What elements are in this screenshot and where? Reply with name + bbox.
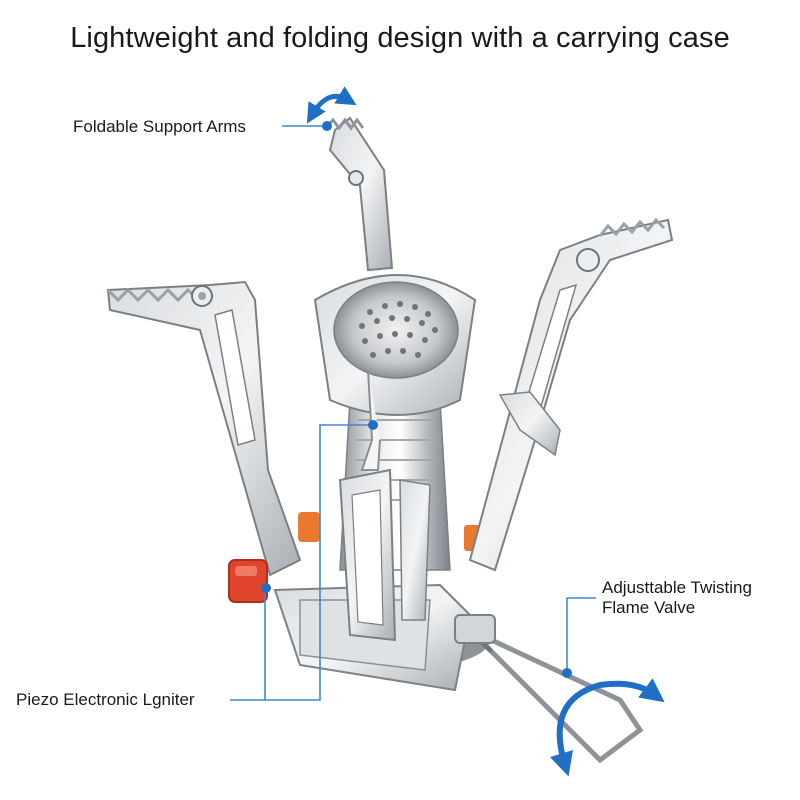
support-arms-label: Foldable Support Arms (73, 117, 246, 136)
burner-assembly (313, 274, 477, 642)
rotate-arrow-icon (306, 86, 357, 124)
flame-valve-label-line2: Flame Valve (602, 598, 696, 617)
valve-handle (454, 614, 644, 764)
burner-holes (359, 301, 438, 358)
twist-arrow-icon (550, 678, 665, 777)
igniter-label: Piezo Electronic Lgniter (16, 690, 195, 709)
callout-lines (230, 125, 596, 701)
flame-valve-label-line1: Adjusttable Twisting (602, 578, 752, 597)
headline: Lightweight and folding design with a ca… (70, 22, 730, 54)
support-arm-left (106, 280, 302, 577)
igniter-button (228, 559, 268, 603)
flame-valve-label: Adjusttable Twisting Flame Valve (602, 578, 752, 618)
support-arm-back (323, 116, 394, 272)
support-arm-right (468, 217, 674, 572)
